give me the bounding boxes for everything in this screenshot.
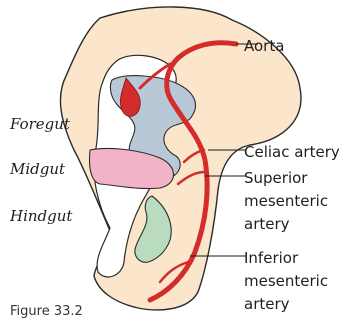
label-superior-1: Superior [244, 169, 307, 187]
label-foregut: Foregut [10, 115, 70, 133]
label-inferior-1: Inferior [244, 249, 298, 267]
label-inferior-2: mesenteric [244, 272, 328, 290]
label-superior-3: artery [244, 215, 290, 233]
label-superior-2: mesenteric [244, 192, 328, 210]
label-aorta: Aorta [244, 37, 284, 55]
label-inferior-3: artery [244, 295, 290, 313]
label-midgut: Midgut [10, 160, 65, 178]
figure-caption: Figure 33.2 [10, 303, 83, 321]
label-hindgut: Hindgut [10, 207, 72, 225]
label-celiac-artery: Celiac artery [244, 143, 340, 161]
